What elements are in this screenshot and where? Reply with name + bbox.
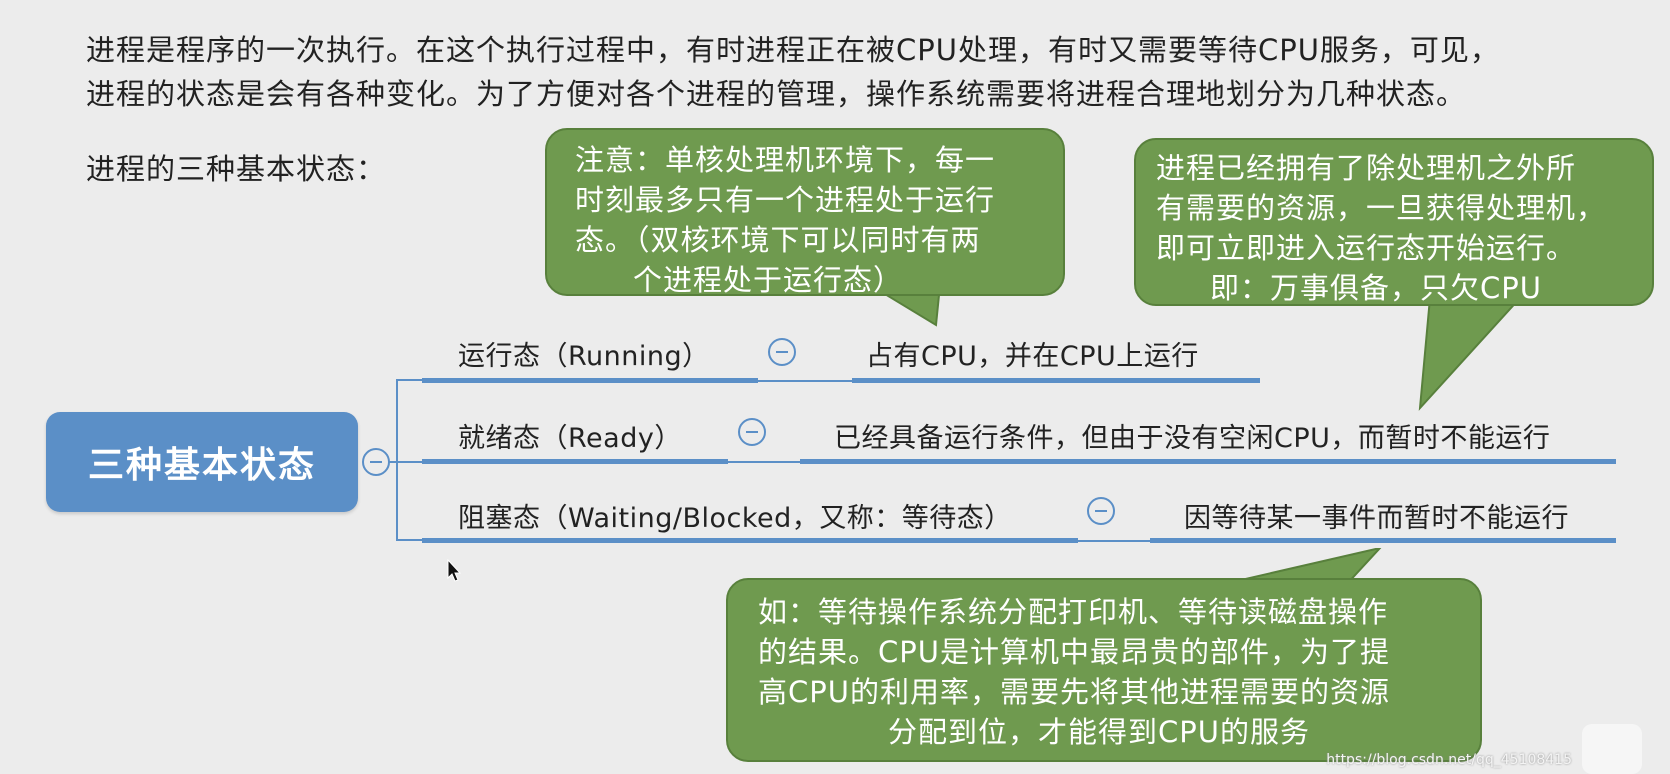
blocked-note-line-1: 如：等待操作系统分配打印机、等待读磁盘操作 xyxy=(758,595,1389,629)
mouse-cursor-icon xyxy=(447,559,462,582)
branch-blocked-underline xyxy=(422,538,1078,543)
branch-ready-underline xyxy=(422,459,728,464)
ready-description[interactable]: 已经具备运行条件，但由于没有空闲CPU，而暂时不能运行 xyxy=(834,423,1551,454)
intro-line-2: 进程的状态是会有各种变化。为了方便对各个进程的管理，操作系统需要将进程合理地划分… xyxy=(86,77,1467,111)
blocked-description[interactable]: 因等待某一事件而暂时不能运行 xyxy=(1184,503,1569,534)
running-note-line-3: 态。（双核环境下可以同时有两 xyxy=(575,223,981,257)
ready-note-line-2: 有需要的资源，一旦获得处理机， xyxy=(1156,191,1607,225)
root-collapse-icon[interactable] xyxy=(362,448,390,476)
ready-note-line-1: 进程已经拥有了除处理机之外所 xyxy=(1156,151,1577,185)
intro-paragraph: 进程是程序的一次执行。在这个执行过程中，有时进程正在被CPU处理，有时又需要等待… xyxy=(86,28,1646,116)
branch-ready-label[interactable]: 就绪态（Ready） xyxy=(458,423,682,454)
running-collapse-icon[interactable] xyxy=(768,338,796,366)
running-note-line-2: 时刻最多只有一个进程处于运行 xyxy=(575,183,996,217)
running-connector xyxy=(758,380,858,382)
blocked-connector xyxy=(1078,540,1150,542)
running-description-underline xyxy=(852,378,1260,383)
blocked-collapse-icon[interactable] xyxy=(1087,497,1115,525)
ready-note-callout: 进程已经拥有了除处理机之外所 有需要的资源，一旦获得处理机， 即可立即进入运行态… xyxy=(1134,138,1654,306)
watermark-text: https://blog.csdn.net/qq_45108415 xyxy=(1326,752,1572,768)
ready-description-underline xyxy=(800,459,1616,464)
bracket-mid xyxy=(396,461,422,463)
ready-collapse-icon[interactable] xyxy=(738,418,766,446)
branch-running-underline xyxy=(422,378,758,383)
branch-blocked-label[interactable]: 阻塞态（Waiting/Blocked，又称：等待态） xyxy=(458,503,1012,534)
blocked-note-line-2: 的结果。CPU是计算机中最昂贵的部件，为了提 xyxy=(758,635,1390,669)
running-note-line-4: 个进程处于运行态） xyxy=(633,263,904,297)
bracket-vertical-line xyxy=(396,380,398,540)
intro-line-1: 进程是程序的一次执行。在这个执行过程中，有时进程正在被CPU处理，有时又需要等待… xyxy=(86,33,1500,67)
running-note-callout: 注意：单核处理机环境下，每一 时刻最多只有一个进程处于运行 态。（双核环境下可以… xyxy=(545,128,1065,297)
platform-logo-icon xyxy=(1582,724,1642,774)
ready-callout-tail xyxy=(1418,298,1522,411)
branch-running-label[interactable]: 运行态（Running） xyxy=(458,341,710,372)
running-description[interactable]: 占有CPU，并在CPU上运行 xyxy=(866,341,1199,372)
running-note-line-1: 注意：单核处理机环境下，每一 xyxy=(575,143,996,177)
ready-note-line-3: 即可立即进入运行态开始运行。 xyxy=(1156,231,1577,265)
blocked-description-underline xyxy=(1150,538,1616,543)
ready-note-line-4: 即：万事俱备，只欠CPU xyxy=(1210,271,1542,305)
bracket-top-curve xyxy=(396,379,422,381)
blocked-note-line-3: 高CPU的利用率，需要先将其他进程需要的资源 xyxy=(758,675,1390,709)
blocked-note-callout: 如：等待操作系统分配打印机、等待读磁盘操作 的结果。CPU是计算机中最昂贵的部件… xyxy=(726,578,1482,762)
mindmap-root-node[interactable]: 三种基本状态 xyxy=(46,412,358,512)
ready-connector xyxy=(728,461,800,463)
blocked-note-line-4: 分配到位，才能得到CPU的服务 xyxy=(888,715,1310,749)
section-subtitle: 进程的三种基本状态： xyxy=(86,152,387,186)
bracket-bottom-curve xyxy=(396,539,422,541)
bracket-stem xyxy=(388,461,400,463)
